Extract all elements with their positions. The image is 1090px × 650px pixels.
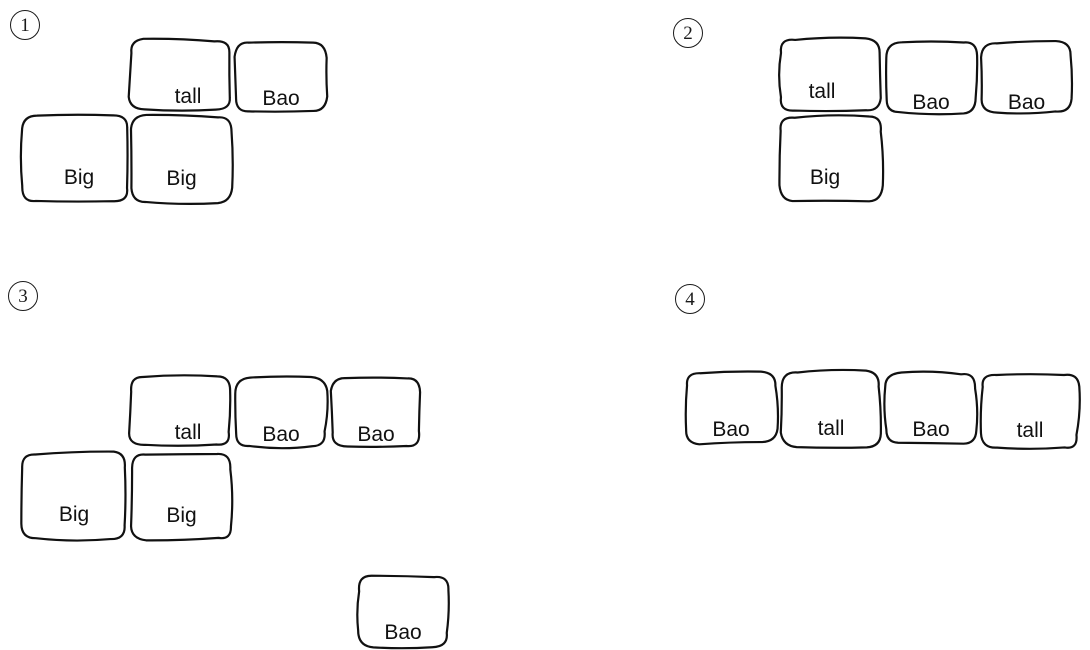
tile-big[interactable]: Big — [129, 452, 234, 542]
tile-outline-shape — [778, 114, 885, 203]
tile-big[interactable]: Big — [20, 450, 128, 542]
tile-bao[interactable]: Bao — [329, 376, 422, 449]
tile-tall[interactable]: tall — [128, 374, 232, 448]
tile-outline-shape — [234, 375, 329, 450]
tile-tall[interactable]: tall — [779, 368, 882, 449]
panel-number-marker: 1 — [10, 10, 40, 40]
tile-big[interactable]: Big — [778, 114, 885, 203]
panel-number-marker: 3 — [8, 281, 38, 311]
tile-outline-shape — [129, 113, 234, 205]
tile-outline-shape — [884, 40, 979, 116]
tile-outline-shape — [356, 574, 450, 650]
tile-outline-shape — [778, 36, 882, 113]
tile-big[interactable]: Big — [129, 113, 234, 205]
tile-tall[interactable]: tall — [778, 36, 882, 113]
tile-bao[interactable]: Bao — [884, 40, 979, 116]
tile-outline-shape — [128, 374, 232, 447]
tile-outline-shape — [883, 370, 979, 445]
tile-bao[interactable]: Bao — [233, 40, 329, 114]
tile-big[interactable]: Big — [19, 113, 130, 204]
tile-tall[interactable]: tall — [979, 372, 1081, 451]
tile-bao[interactable]: Bao — [356, 574, 450, 650]
panel-number-marker: 2 — [673, 18, 703, 48]
tile-bao[interactable]: Bao — [979, 39, 1074, 115]
tile-bao[interactable]: Bao — [883, 370, 979, 445]
tile-outline-shape — [20, 450, 127, 542]
tile-bao[interactable]: Bao — [684, 370, 780, 446]
tile-outline-shape — [684, 370, 780, 446]
tile-outline-shape — [979, 373, 1081, 450]
tile-outline-shape — [979, 39, 1074, 115]
tile-outline-shape — [233, 40, 329, 113]
tile-outline-shape — [127, 37, 231, 112]
panel-number-marker: 4 — [675, 284, 705, 314]
tile-bao[interactable]: Bao — [234, 375, 329, 450]
tile-outline-shape — [779, 368, 882, 449]
tile-outline-shape — [129, 452, 234, 542]
tile-outline-shape — [19, 113, 129, 203]
tile-outline-shape — [329, 376, 422, 448]
tile-tall[interactable]: tall — [127, 37, 232, 112]
